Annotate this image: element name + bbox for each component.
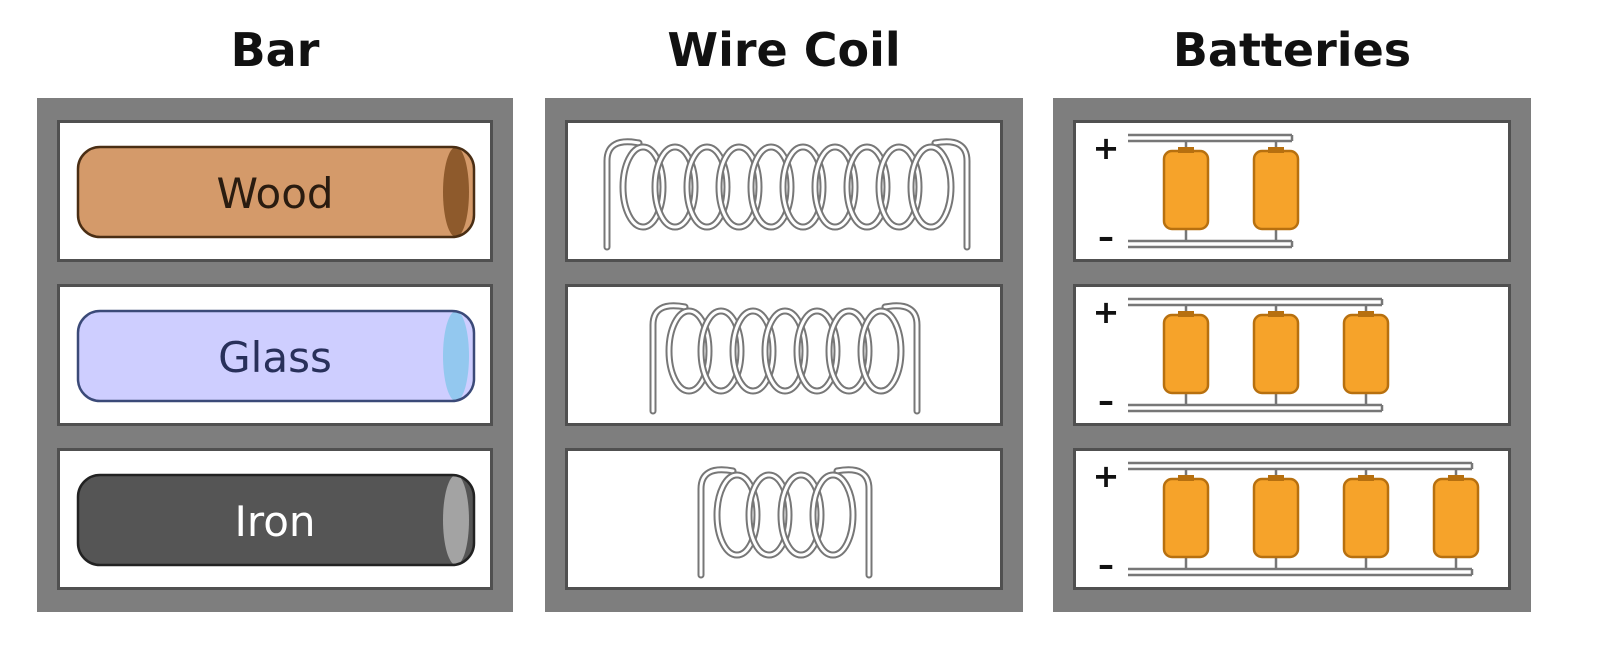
glass-label: Glass xyxy=(218,333,332,382)
glass-bar-figure: Glass xyxy=(76,309,476,403)
wood-bar-figure: Wood xyxy=(76,145,476,239)
coil-cell-1 xyxy=(565,120,1003,262)
battery-circuit xyxy=(1128,461,1480,577)
plus-label: + xyxy=(1093,457,1120,495)
coil-turn xyxy=(749,145,793,229)
coil-figure-3 xyxy=(697,466,873,579)
iron-bar-end xyxy=(443,475,469,565)
coil-turn xyxy=(877,145,921,229)
battery-figure-3: + – xyxy=(1093,457,1480,584)
battery-circuit xyxy=(1128,133,1300,249)
wood-label: Wood xyxy=(216,169,333,218)
minus-label: – xyxy=(1098,546,1114,584)
coil-turn xyxy=(667,309,711,393)
battery xyxy=(1342,477,1390,559)
wood-bar-body xyxy=(78,147,474,237)
battery xyxy=(1342,313,1390,395)
coil-turn xyxy=(715,473,759,557)
wire-coil-heading: Wire Coil xyxy=(667,23,901,77)
coil-turn xyxy=(685,145,729,229)
coil-cell-3 xyxy=(565,448,1003,590)
coil-turn xyxy=(781,145,825,229)
battery-cell-1: + – xyxy=(1073,120,1511,262)
iron-bar-figure: Iron xyxy=(76,473,476,567)
coil-cell-2 xyxy=(565,284,1003,426)
coil-figure-2 xyxy=(649,302,921,415)
batteries-heading: Batteries xyxy=(1172,23,1412,77)
coil-turn xyxy=(621,145,665,229)
wood-bar-end xyxy=(443,147,469,237)
coil-turn xyxy=(859,309,903,393)
coil-wire xyxy=(603,138,971,251)
battery-terminal xyxy=(1448,475,1464,481)
coil-turn xyxy=(731,309,775,393)
battery-terminal xyxy=(1178,147,1194,153)
plus-label: + xyxy=(1093,129,1120,167)
battery-terminal xyxy=(1268,475,1284,481)
battery-terminal xyxy=(1358,311,1374,317)
wood-bar-outline xyxy=(76,145,476,239)
iron-label: Iron xyxy=(234,497,315,546)
coil-turn xyxy=(811,473,855,557)
battery-terminal xyxy=(1358,475,1374,481)
iron-bar-cell: Iron xyxy=(57,448,493,590)
batteries-panel: + – + – + – xyxy=(1053,98,1531,612)
battery xyxy=(1162,313,1210,395)
coil-figure-1 xyxy=(603,138,971,251)
battery xyxy=(1162,477,1210,559)
coil-turn xyxy=(717,145,761,229)
glass-bar-cell: Glass xyxy=(57,284,493,426)
battery-terminal xyxy=(1268,147,1284,153)
iron-bar-body xyxy=(78,475,474,565)
wire-coil-panel xyxy=(545,98,1023,612)
coil-turn xyxy=(909,145,953,229)
battery-circuit xyxy=(1128,297,1390,413)
battery xyxy=(1252,149,1300,231)
iron-bar-outline xyxy=(76,473,476,567)
coil-turn xyxy=(795,309,839,393)
plus-label: + xyxy=(1093,293,1120,331)
coil-turn xyxy=(747,473,791,557)
battery-cell-2: + – xyxy=(1073,284,1511,426)
coil-turn xyxy=(763,309,807,393)
bar-heading: Bar xyxy=(230,23,320,77)
battery xyxy=(1252,477,1300,559)
battery xyxy=(1162,149,1210,231)
glass-bar-body xyxy=(78,311,474,401)
coil-turn xyxy=(845,145,889,229)
battery-figure-2: + – xyxy=(1093,293,1390,420)
glass-bar-outline xyxy=(76,309,476,403)
wood-bar-cell: Wood xyxy=(57,120,493,262)
glass-bar-end xyxy=(443,311,469,401)
bar-panel: Wood Glass Iron xyxy=(37,98,513,612)
coil-turn xyxy=(813,145,857,229)
minus-label: – xyxy=(1098,218,1114,256)
coil-turn xyxy=(699,309,743,393)
coil-turn xyxy=(779,473,823,557)
battery-figure-1: + – xyxy=(1093,129,1300,256)
minus-label: – xyxy=(1098,382,1114,420)
battery xyxy=(1432,477,1480,559)
battery-terminal xyxy=(1178,475,1194,481)
battery-terminal xyxy=(1178,311,1194,317)
coil-wire xyxy=(697,466,873,579)
coil-turn xyxy=(653,145,697,229)
battery xyxy=(1252,313,1300,395)
battery-cell-3: + – xyxy=(1073,448,1511,590)
battery-terminal xyxy=(1268,311,1284,317)
coil-wire xyxy=(649,302,921,415)
coil-turn xyxy=(827,309,871,393)
